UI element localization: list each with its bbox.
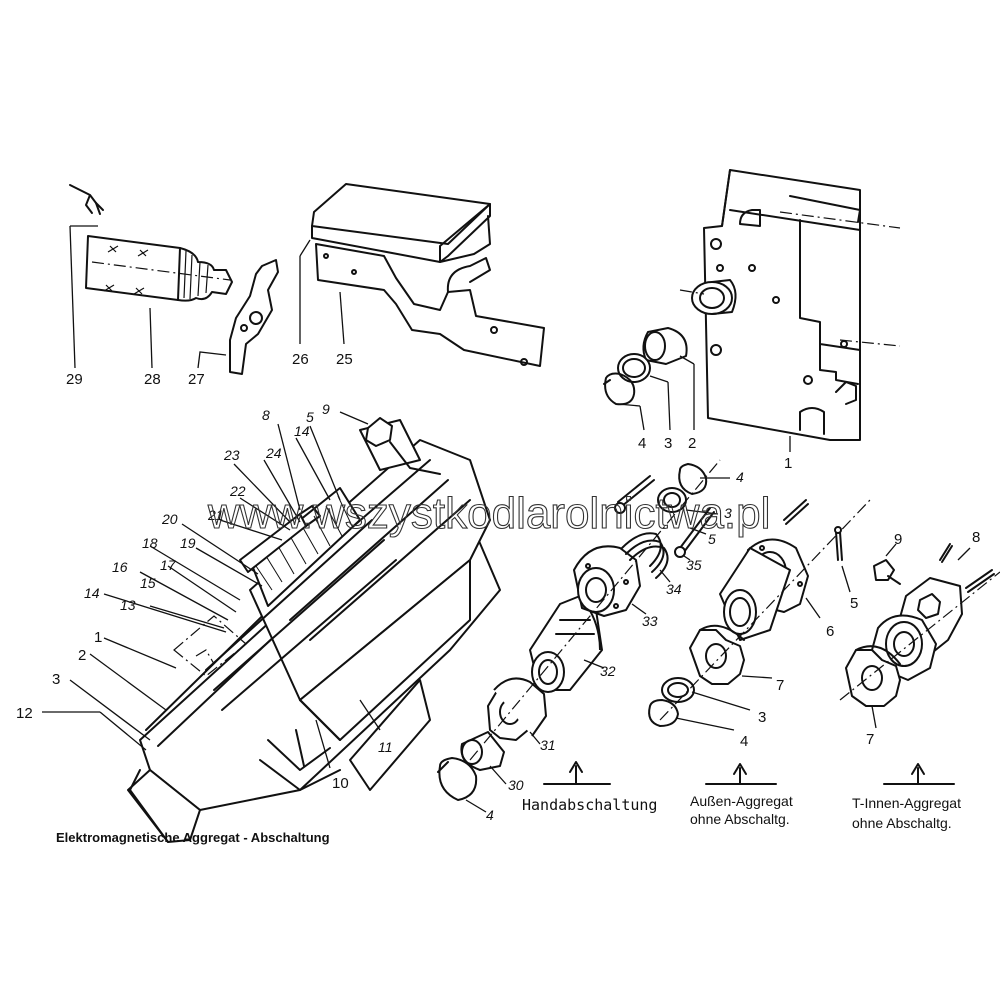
callout-3-top: 3 — [664, 435, 672, 452]
callout-18: 18 — [142, 535, 158, 551]
callout-7-outer: 7 — [776, 677, 784, 694]
callout-8-inner: 8 — [972, 529, 980, 546]
callout-26: 26 — [292, 351, 309, 368]
callout-3-manual: 3 — [724, 505, 732, 521]
callouts-assembly: 9 8 5 14 23 24 22 21 20 19 18 17 16 15 1… — [16, 401, 393, 792]
caption-electromagnetic: Elektromagnetische Aggregat - Abschaltun… — [56, 830, 330, 845]
callout-1-top: 1 — [784, 455, 792, 472]
callout-14-upper: 14 — [294, 423, 310, 439]
callout-7-inner: 7 — [866, 731, 874, 748]
callout-14-lower: 14 — [84, 585, 100, 601]
callout-20: 20 — [161, 511, 178, 527]
part-27-lever — [197, 259, 279, 375]
part-25-bracket — [315, 243, 545, 367]
callout-35: 35 — [686, 557, 702, 573]
inner-aggregate-assembly — [839, 543, 1000, 785]
outer-aggregate-assembly — [648, 499, 871, 785]
section-hatching — [255, 495, 353, 591]
callout-6: 6 — [826, 623, 834, 640]
callouts-top: 29 28 27 26 25 4 3 2 1 — [66, 351, 792, 472]
callout-2-top: 2 — [688, 435, 696, 452]
parts-2-3-4-top — [603, 327, 695, 431]
callout-4-manual-top: 4 — [736, 469, 744, 485]
callout-10: 10 — [332, 775, 349, 792]
callout-24: 24 — [265, 445, 282, 461]
callouts-inner: 9 8 7 — [866, 529, 980, 748]
caption-outer-line1: Außen-Aggregat — [690, 793, 793, 809]
electromagnetic-assembly — [42, 411, 501, 843]
callout-5-manual: 5 — [708, 531, 716, 547]
callout-9: 9 — [322, 401, 330, 417]
callouts-outer: 5 6 7 3 4 — [740, 595, 858, 750]
callout-21: 21 — [207, 507, 224, 523]
callout-4-outer: 4 — [740, 733, 748, 750]
caption-outer-line2: ohne Abschaltg. — [690, 811, 790, 827]
callout-3-outer: 3 — [758, 709, 766, 726]
caption-inner-line2: ohne Abschaltg. — [852, 815, 952, 831]
callout-4-top: 4 — [638, 435, 646, 452]
callout-1-assembly: 1 — [94, 629, 102, 646]
part-29-cable — [69, 184, 104, 369]
callout-11: 11 — [378, 739, 393, 755]
callout-5: 5 — [306, 409, 314, 425]
callout-28: 28 — [144, 371, 161, 388]
callout-15: 15 — [140, 575, 156, 591]
part-26-cover — [299, 183, 491, 344]
part-28-solenoid — [85, 235, 233, 369]
callout-8: 8 — [262, 407, 270, 423]
callout-31: 31 — [540, 737, 556, 753]
callout-32: 32 — [600, 663, 616, 679]
callout-13: 13 — [120, 597, 136, 613]
callout-25: 25 — [336, 351, 353, 368]
manual-shutoff-assembly — [437, 459, 730, 813]
callout-19: 19 — [180, 535, 196, 551]
callout-17: 17 — [160, 557, 177, 573]
caption-manual: Handabschaltung — [522, 796, 657, 814]
callout-23: 23 — [223, 447, 240, 463]
callouts-manual: 4 3 5 35 34 33 32 31 30 4 — [486, 469, 744, 823]
callout-4-manual-bottom: 4 — [486, 807, 494, 823]
callout-33: 33 — [642, 613, 658, 629]
callout-30: 30 — [508, 777, 524, 793]
callout-5-outer: 5 — [850, 595, 858, 612]
callout-9-inner: 9 — [894, 531, 902, 548]
callout-3-assembly: 3 — [52, 671, 60, 688]
callout-27: 27 — [188, 371, 205, 388]
callout-16: 16 — [112, 559, 128, 575]
callout-12: 12 — [16, 705, 33, 722]
watermark: www.wszystkodlarolnictwa.pl — [207, 489, 770, 538]
callout-34: 34 — [666, 581, 682, 597]
callout-22: 22 — [229, 483, 246, 499]
callout-2-assembly: 2 — [78, 647, 86, 664]
callout-29: 29 — [66, 371, 83, 388]
part-1-housing-plate — [679, 169, 901, 452]
caption-inner-line1: T-Innen-Aggregat — [852, 795, 961, 811]
